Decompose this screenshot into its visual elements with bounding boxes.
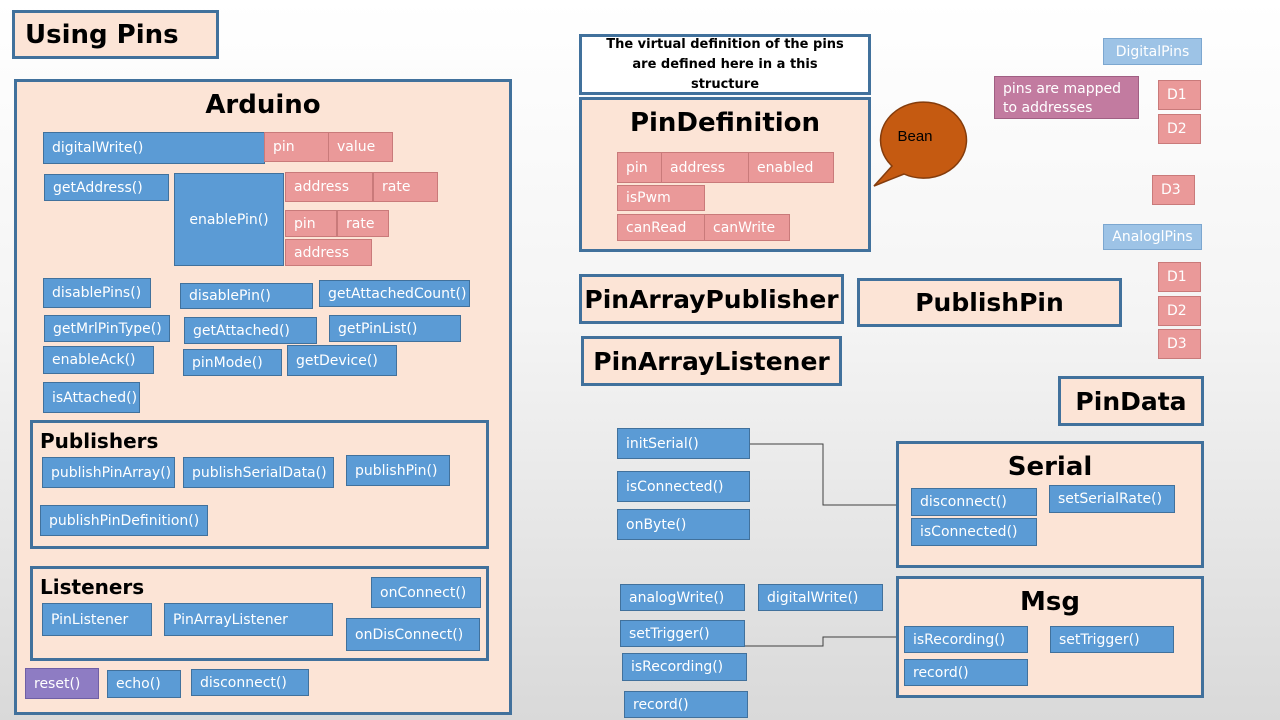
isattached-method[interactable]: isAttached(): [43, 382, 140, 413]
msg-record-method[interactable]: record(): [904, 659, 1028, 686]
getaddress-method[interactable]: getAddress(): [44, 174, 169, 201]
reset-button[interactable]: reset(): [25, 668, 99, 699]
settrigger-method[interactable]: setTrigger(): [620, 620, 745, 647]
pindef-field: canWrite: [704, 214, 790, 241]
isrecording-method[interactable]: isRecording(): [622, 653, 747, 681]
publisher-item[interactable]: publishPin(): [346, 455, 450, 486]
publishers-title: Publishers: [40, 429, 159, 453]
msg-settrigger-method[interactable]: setTrigger(): [1050, 626, 1174, 653]
listener-item[interactable]: onConnect(): [371, 577, 481, 608]
pindef-field: isPwm: [617, 185, 705, 211]
publishpin-box: PublishPin: [857, 278, 1122, 327]
analog-pin-d2: D2: [1158, 296, 1201, 326]
getdevice-method[interactable]: getDevice(): [287, 345, 397, 376]
getpinlist-method[interactable]: getPinList(): [329, 315, 461, 342]
enableack-method[interactable]: enableAck(): [43, 346, 154, 374]
msg-title: Msg: [1020, 587, 1080, 617]
getattached-method[interactable]: getAttached(): [184, 317, 317, 344]
pindefinition-title: PinDefinition: [629, 108, 821, 138]
msg-digitalwrite-method[interactable]: digitalWrite(): [758, 584, 883, 611]
digital-pin-d2: D2: [1158, 114, 1201, 144]
isconnected-method[interactable]: isConnected(): [617, 471, 750, 502]
digitalwrite-method[interactable]: digitalWrite(): [43, 132, 265, 164]
initserial-method[interactable]: initSerial(): [617, 428, 750, 459]
pin-mapping-note-text: pins are mapped to addresses: [1003, 81, 1121, 116]
pinarraylistener-box: PinArrayListener: [581, 336, 842, 386]
pindef-field: pin: [617, 152, 662, 183]
enablepin-method[interactable]: enablePin(): [174, 173, 284, 266]
pindef-field: address: [661, 152, 749, 183]
enablepin-param-pin: pin: [285, 210, 337, 237]
listener-item[interactable]: PinArrayListener: [164, 603, 333, 636]
arduino-title: Arduino: [205, 90, 321, 120]
page-title: Using Pins: [25, 19, 179, 50]
serial-disconnect-method[interactable]: disconnect(): [911, 488, 1037, 516]
pinarraypublisher-box: PinArrayPublisher: [579, 274, 844, 324]
analog-pins-label: AnaloglPins: [1103, 224, 1202, 250]
pindef-field: enabled: [748, 152, 834, 183]
getattachedcount-method[interactable]: getAttachedCount(): [319, 280, 470, 307]
enablepin-param-rate-2: rate: [337, 210, 389, 237]
pindef-field: canRead: [617, 214, 705, 241]
serial-title: Serial: [1007, 452, 1093, 482]
disablepin-method[interactable]: disablePin(): [180, 283, 313, 309]
digital-pin-d3: D3: [1152, 175, 1195, 205]
pin-definition-note: The virtual definition of the pins are d…: [579, 34, 871, 95]
onbyte-method[interactable]: onByte(): [617, 509, 750, 540]
digitalwrite-param-pin: pin: [264, 132, 329, 162]
digitalwrite-param-value: value: [328, 132, 393, 162]
pinmode-method[interactable]: pinMode(): [183, 349, 282, 376]
enablepin-param-address-2: address: [285, 239, 372, 266]
analogwrite-method[interactable]: analogWrite(): [620, 584, 745, 611]
disablepins-method[interactable]: disablePins(): [43, 278, 151, 308]
disconnect-button[interactable]: disconnect(): [191, 669, 309, 696]
getmrlpintype-method[interactable]: getMrlPinType(): [44, 315, 170, 342]
note-text: The virtual definition of the pins are d…: [606, 36, 844, 92]
msg-isrecording-method[interactable]: isRecording(): [904, 626, 1028, 653]
record-method[interactable]: record(): [624, 691, 748, 718]
digital-pin-d1: D1: [1158, 80, 1201, 110]
digital-pins-label: DigitalPins: [1103, 38, 1202, 65]
listener-item[interactable]: PinListener: [42, 603, 152, 636]
analog-pin-d1: D1: [1158, 262, 1201, 292]
listeners-title: Listeners: [40, 575, 145, 599]
page-title-box: Using Pins: [12, 10, 219, 59]
echo-button[interactable]: echo(): [107, 670, 181, 698]
publisher-item[interactable]: publishPinDefinition(): [40, 505, 208, 536]
enablepin-param-rate: rate: [373, 172, 438, 202]
pindata-box: PinData: [1058, 376, 1204, 426]
enablepin-param-address: address: [285, 172, 373, 202]
pin-mapping-note: pins are mapped to addresses: [994, 76, 1139, 119]
listener-item[interactable]: onDisConnect(): [346, 618, 480, 651]
serial-setserialrate-method[interactable]: setSerialRate(): [1049, 485, 1175, 513]
analog-pin-d3: D3: [1158, 329, 1201, 359]
bean-callout-icon: [873, 101, 968, 187]
publisher-item[interactable]: publishPinArray(): [42, 457, 175, 488]
bean-callout-label: Bean: [897, 128, 933, 145]
serial-isconnected-method[interactable]: isConnected(): [911, 518, 1037, 546]
publisher-item[interactable]: publishSerialData(): [183, 457, 334, 488]
